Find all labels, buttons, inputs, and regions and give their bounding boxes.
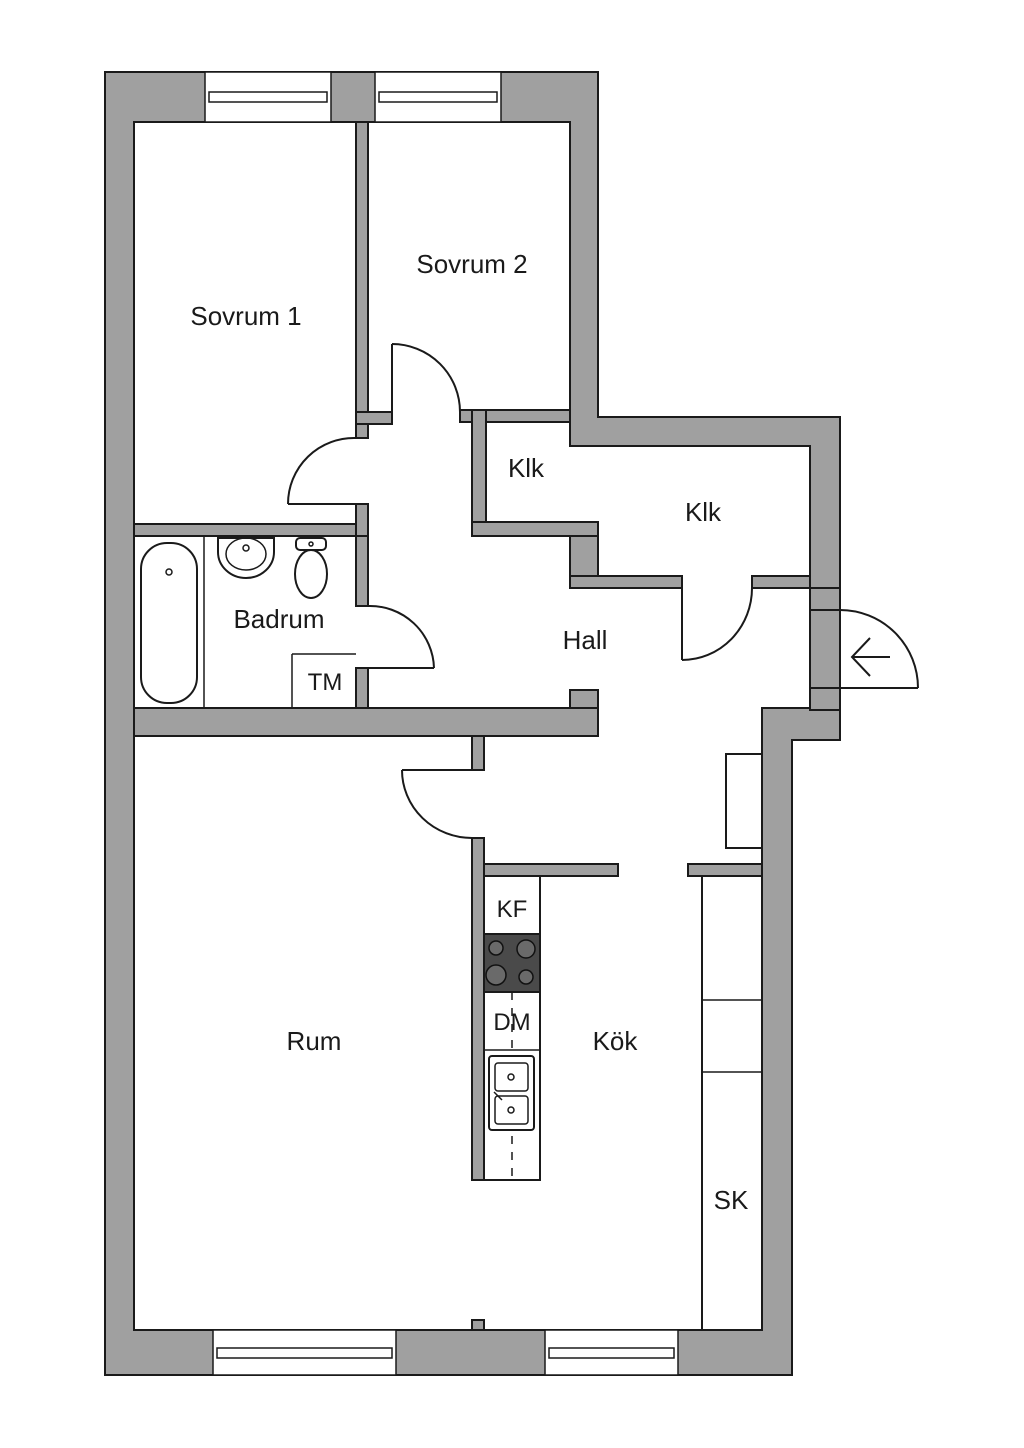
wall-bedroom1-door-jamb (355, 503, 369, 537)
room-label-hall: Hall (563, 625, 608, 655)
room-label-sovrum2: Sovrum 2 (416, 249, 527, 279)
bathtub-icon (140, 542, 198, 704)
wall-bedroom2-bottom (459, 409, 571, 423)
wall-closet-bottom (471, 521, 599, 537)
door-bathroom[interactable] (367, 604, 435, 669)
wall-kitchen-top-right (687, 863, 763, 877)
wall-hall-closet-bottom-right (751, 575, 811, 589)
kitchen-sink-icon (488, 1055, 535, 1131)
wall-hall-closet-bottom-left (569, 575, 683, 589)
wall-bedroom1-hall-upper (355, 411, 393, 425)
wall-entrance-upper (809, 587, 841, 611)
wall-living-top-step (569, 689, 599, 709)
door-bedroom1[interactable] (287, 436, 357, 505)
window-bedroom2 (374, 71, 502, 123)
room-label-sovrum1: Sovrum 1 (190, 301, 301, 331)
door-entrance[interactable] (839, 609, 919, 689)
kitchen-cabinet-column (701, 875, 763, 1331)
room-label-rum: Rum (287, 1026, 342, 1056)
appliance-label-kf: KF (497, 896, 528, 923)
toilet-icon (294, 537, 328, 599)
stove-icon (483, 933, 541, 993)
wall-living-top (133, 707, 599, 737)
window-living-room (212, 1329, 397, 1376)
wall-entrance-lower (809, 687, 841, 711)
door-living-room[interactable] (401, 769, 473, 839)
sink-icon (217, 537, 275, 580)
wall-bathroom-right-upper (355, 535, 369, 607)
wall-kitchen-divider (471, 837, 485, 1181)
wall-bottom-stub (471, 1319, 485, 1331)
window-kitchen (544, 1329, 679, 1376)
wall-living-hall-stub (471, 735, 485, 771)
entrance-arrow-icon (850, 637, 890, 677)
door-bedroom2[interactable] (391, 343, 461, 413)
wall-kitchen-top (483, 863, 619, 877)
room-label-badrum: Badrum (233, 604, 324, 634)
window-bedroom1 (204, 71, 332, 123)
wardrobe-hall (725, 753, 763, 849)
wall-bedroom1-bottom (133, 523, 369, 537)
wall-closet-left (471, 409, 487, 537)
appliance-label-dm: DM (493, 1009, 530, 1036)
wall-bedroom1-hall (355, 423, 369, 439)
wall-bathroom-right-lower (355, 667, 369, 709)
door-hall-closet[interactable] (681, 587, 753, 661)
wall-bedroom-divider (355, 121, 369, 413)
room-label-tm: TM (308, 669, 343, 696)
room-label-kok: Kök (593, 1026, 639, 1056)
cabinet-label-sk: SK (714, 1185, 749, 1215)
room-label-klk-bedroom: Klk (508, 453, 545, 483)
room-label-klk-hall: Klk (685, 497, 722, 527)
